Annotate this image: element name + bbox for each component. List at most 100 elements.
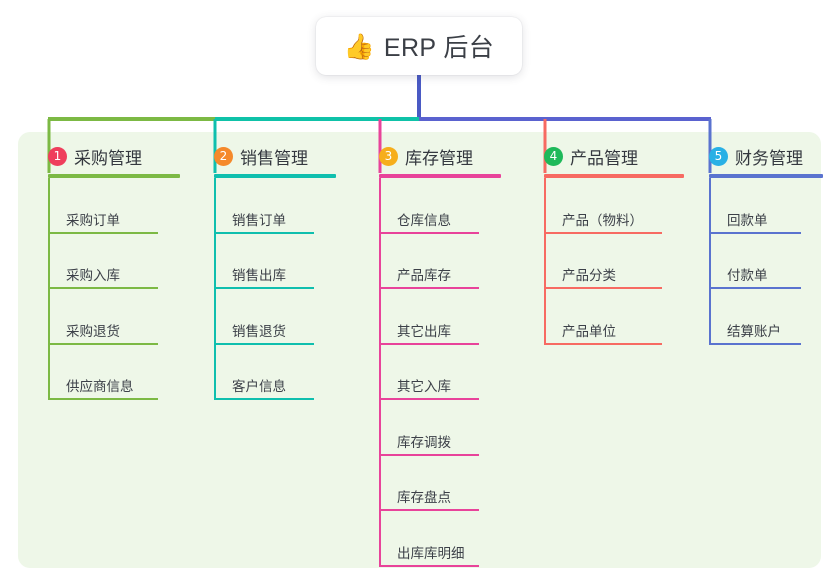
leaf-item[interactable]: 产品分类 <box>526 234 691 289</box>
column-underline <box>48 174 180 178</box>
column-3: 3 库存管理仓库信息产品库存其它出库其它入库库存调拨库存盘点出库库明细 <box>361 143 526 567</box>
column-underline <box>709 174 823 178</box>
leaf-label: 采购入库 <box>66 268 120 283</box>
leaf-label: 产品库存 <box>397 268 451 283</box>
leaf-underline <box>379 398 479 400</box>
leaf-list: 采购订单采购入库采购退货供应商信息 <box>30 178 195 400</box>
column-header-2[interactable]: 2 销售管理 <box>196 143 361 169</box>
column-title: 库存管理 <box>405 148 473 168</box>
leaf-item[interactable]: 其它出库 <box>361 289 526 345</box>
leaf-item[interactable]: 销售出库 <box>196 234 361 289</box>
branch-spine <box>214 178 216 400</box>
leaf-label: 其它出库 <box>397 323 451 339</box>
leaf-label: 产品分类 <box>562 268 616 283</box>
leaf-underline <box>214 231 314 234</box>
leaf-item[interactable]: 付款单 <box>691 234 839 289</box>
leaf-underline <box>379 287 479 289</box>
column-2: 2 销售管理销售订单销售出库销售退货客户信息 <box>196 143 361 400</box>
leaf-underline <box>379 342 479 345</box>
leaf-label: 出库库明细 <box>397 545 465 561</box>
leaf-label: 结算账户 <box>727 323 781 339</box>
leaf-item[interactable]: 采购退货 <box>30 289 195 345</box>
column-1: 1 采购管理采购订单采购入库采购退货供应商信息 <box>30 143 195 400</box>
column-underline <box>214 174 336 178</box>
leaf-item[interactable]: 采购入库 <box>30 234 195 289</box>
leaf-underline <box>709 231 801 234</box>
leaf-underline <box>709 342 801 345</box>
leaf-item[interactable]: 产品库存 <box>361 234 526 289</box>
column-underline <box>544 174 684 178</box>
column-header-1[interactable]: 1 采购管理 <box>30 143 195 169</box>
leaf-underline <box>379 509 479 511</box>
leaf-item[interactable]: 产品单位 <box>526 289 691 345</box>
leaf-label: 销售出库 <box>232 268 286 283</box>
leaf-underline <box>214 287 314 289</box>
leaf-label: 产品单位 <box>562 323 616 339</box>
root-node[interactable]: 👍 ERP 后台 <box>316 17 522 75</box>
column-header-4[interactable]: 4 产品管理 <box>526 143 691 169</box>
leaf-label: 付款单 <box>727 268 768 283</box>
leaf-item[interactable]: 客户信息 <box>196 345 361 400</box>
leaf-label: 库存盘点 <box>397 490 451 505</box>
leaf-label: 销售订单 <box>232 212 286 228</box>
leaf-list: 产品（物料） 产品分类产品单位 <box>526 178 691 345</box>
diagram-panel <box>18 132 821 568</box>
branch-spine <box>709 178 711 345</box>
leaf-underline <box>214 342 314 345</box>
leaf-label: 客户信息 <box>232 379 286 394</box>
leaf-label: 库存调拨 <box>397 434 451 450</box>
leaf-item[interactable]: 库存盘点 <box>361 456 526 511</box>
leaf-underline <box>379 453 479 456</box>
column-header-3[interactable]: 3 库存管理 <box>361 143 526 169</box>
leaf-underline <box>48 231 158 234</box>
leaf-underline <box>544 342 662 345</box>
leaf-underline <box>379 231 479 234</box>
leaf-item[interactable]: 销售退货 <box>196 289 361 345</box>
leaf-item[interactable]: 回款单 <box>691 178 839 234</box>
leaf-underline <box>379 564 479 567</box>
leaf-item[interactable]: 供应商信息 <box>30 345 195 400</box>
column-title: 产品管理 <box>570 148 638 168</box>
leaf-item[interactable]: 仓库信息 <box>361 178 526 234</box>
column-underline <box>379 174 501 178</box>
leaf-item[interactable]: 库存调拨 <box>361 400 526 456</box>
column-title: 财务管理 <box>735 148 803 168</box>
column-4: 4 产品管理产品（物料） 产品分类产品单位 <box>526 143 691 345</box>
leaf-underline <box>48 287 158 289</box>
number-badge-icon: 1 <box>48 146 67 166</box>
leaf-list: 仓库信息产品库存其它出库其它入库库存调拨库存盘点出库库明细 <box>361 178 526 567</box>
leaf-list: 回款单付款单结算账户 <box>691 178 839 345</box>
branch-spine <box>544 178 546 345</box>
leaf-item[interactable]: 出库库明细 <box>361 511 526 567</box>
column-title: 销售管理 <box>240 148 308 168</box>
leaf-label: 采购退货 <box>66 323 120 339</box>
leaf-item[interactable]: 销售订单 <box>196 178 361 234</box>
leaf-underline <box>544 231 662 234</box>
leaf-label: 其它入库 <box>397 379 451 394</box>
leaf-item[interactable]: 产品（物料） <box>526 178 691 234</box>
thumbs-up-icon: 👍 <box>343 31 375 61</box>
leaf-label: 供应商信息 <box>66 379 134 394</box>
number-badge-icon: 2 <box>214 146 233 166</box>
column-title: 采购管理 <box>74 148 142 168</box>
leaf-label: 销售退货 <box>232 323 286 339</box>
number-badge-icon: 3 <box>379 146 398 166</box>
leaf-item[interactable]: 结算账户 <box>691 289 839 345</box>
leaf-item[interactable]: 采购订单 <box>30 178 195 234</box>
leaf-list: 销售订单销售出库销售退货客户信息 <box>196 178 361 400</box>
number-badge-icon: 4 <box>544 146 563 166</box>
leaf-underline <box>48 342 158 345</box>
leaf-label: 仓库信息 <box>397 212 451 228</box>
leaf-label: 产品（物料） <box>562 212 643 228</box>
leaf-label: 采购订单 <box>66 212 120 228</box>
leaf-item[interactable]: 其它入库 <box>361 345 526 400</box>
leaf-label: 回款单 <box>727 212 768 228</box>
branch-spine <box>48 178 50 400</box>
root-title: ERP 后台 <box>383 34 495 62</box>
branch-spine <box>379 178 381 567</box>
leaf-underline <box>709 287 801 289</box>
leaf-underline <box>544 287 662 289</box>
